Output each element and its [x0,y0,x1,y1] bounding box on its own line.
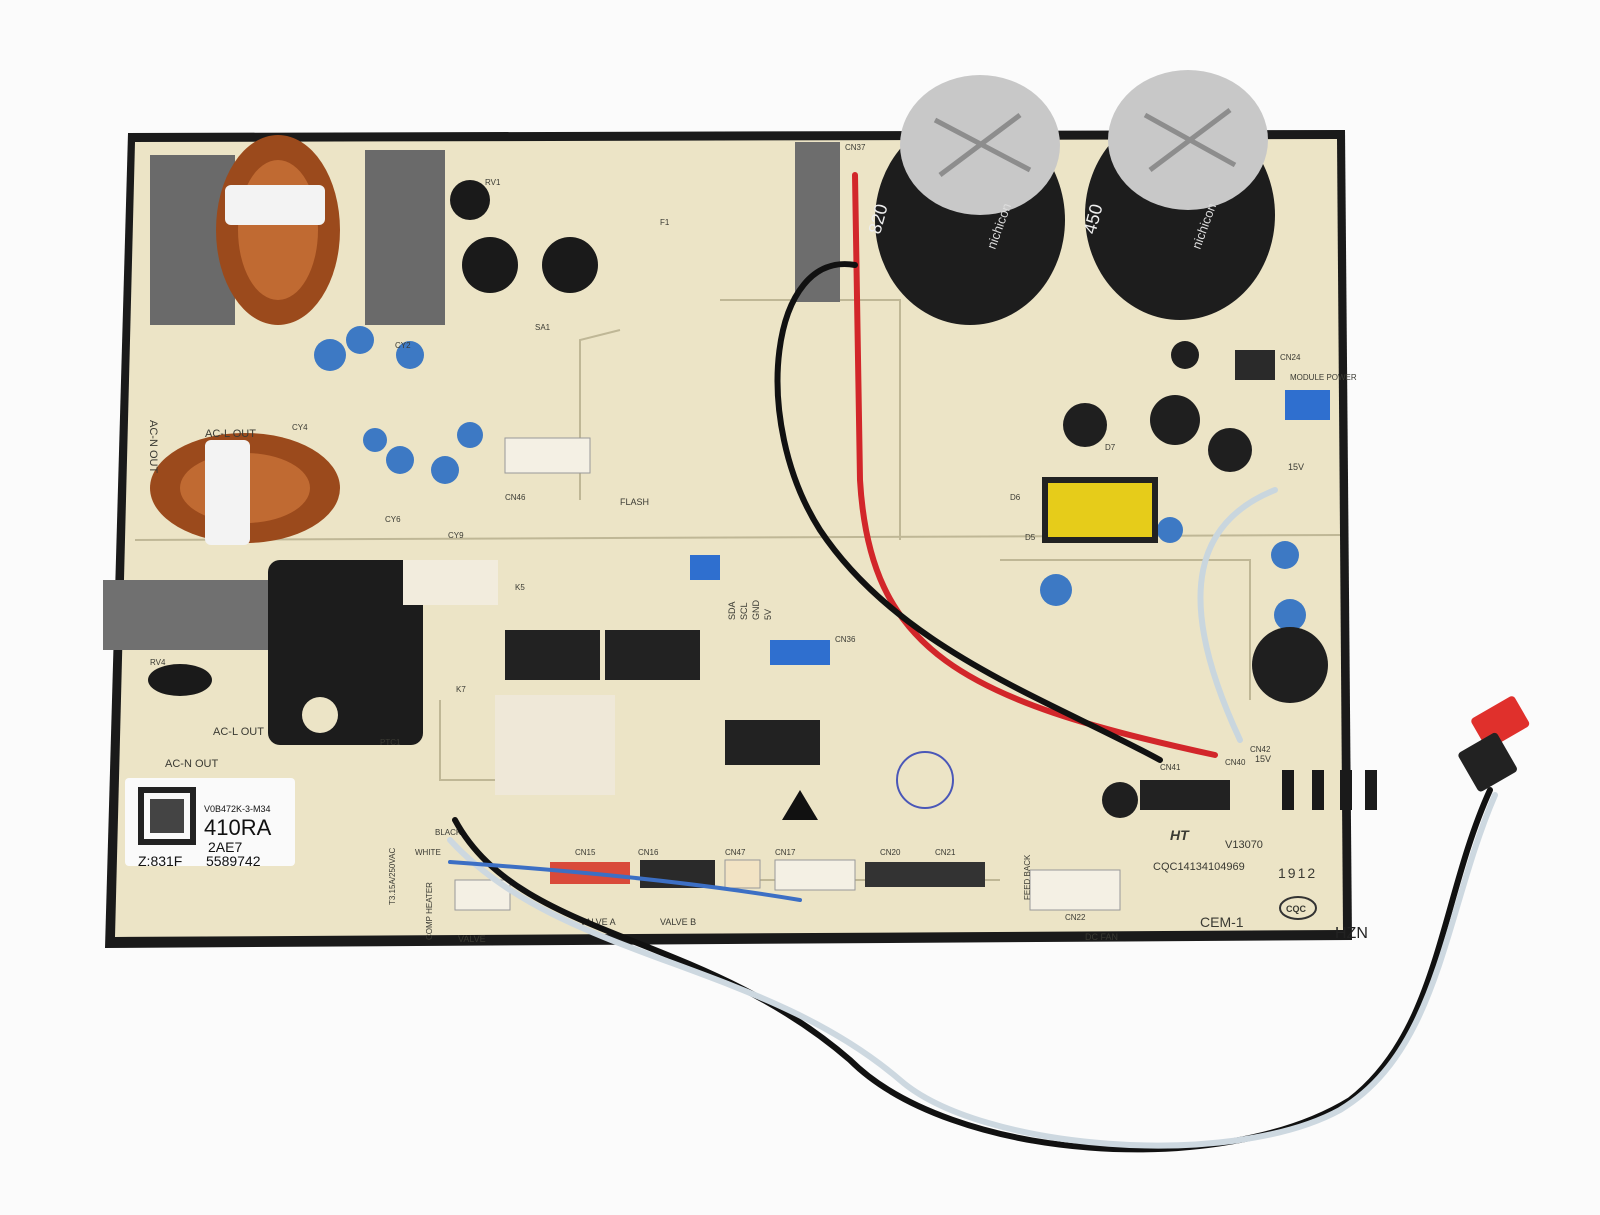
silk-cn42: CN42 [1250,745,1271,754]
silk-valve-a: VALVE A [580,917,616,927]
silk-rv4: RV4 [150,658,166,667]
electrolytic-capacitor-450 [1085,70,1275,320]
relay-k5 [403,560,498,605]
silk-5v: 5V [763,609,773,620]
silk-cn46: CN46 [505,493,526,502]
silk-gnd: GND [751,600,761,621]
silk-cn15: CN15 [575,848,596,857]
y-capacitors [314,326,1306,631]
silk-cn20: CN20 [880,848,901,857]
silk-ac-n-out: AC-N OUT [147,420,159,473]
silk-comp-heater: COMP HEATER [425,882,434,940]
label-code: 410RA [204,815,272,840]
silk-cy4: CY4 [292,423,308,432]
fuse-block [268,560,423,745]
silk-ac-n-out-2: AC-N OUT [165,758,218,770]
silk-valve: VALVE [458,934,486,944]
silk-ptc1: PTC1 [380,738,401,747]
silk-dc-fan: DC FAN [1085,932,1118,942]
silk-d6: D6 [1010,493,1021,502]
silk-cy6: CY6 [385,515,401,524]
silk-white: WHITE [415,848,441,857]
silk-rv1: RV1 [485,178,501,187]
silk-ac-l-out: AC-L OUT [205,428,256,440]
silk-version: V13070 [1225,839,1263,851]
silk-cn22: CN22 [1065,913,1086,922]
silk-k7: K7 [456,685,466,694]
silk-cn36: CN36 [835,635,856,644]
wire-harness [447,172,1498,1153]
esd-mark [896,751,954,809]
silk-cn21: CN21 [935,848,956,857]
silk-material: CEM-1 [1200,914,1244,930]
silk-ht-logo: HT [1170,827,1190,843]
silk-15v: 15V [1255,754,1271,764]
silk-cn41: CN41 [1160,763,1181,772]
silk-cn17: CN17 [775,848,796,857]
silk-cn40: CN40 [1225,758,1246,767]
silk-maker: HZN [1335,925,1368,942]
silk-scl: SCL [739,602,749,620]
common-mode-choke-bottom [150,433,340,545]
silk-cn47: CN47 [725,848,746,857]
diodes [1282,770,1377,810]
small-electrolytic-capacitors [1063,341,1328,818]
fuse-hole [302,697,338,733]
silk-d7: D7 [1105,443,1116,452]
cqc-logo [1279,896,1317,920]
silk-15v-b: 15V [1288,462,1304,472]
silk-cn37: CN37 [845,143,866,152]
silk-cy9: CY9 [448,531,464,540]
silk-black: BLACK [435,828,462,837]
silk-k5: K5 [515,583,525,592]
silk-cy2: CY2 [395,341,411,350]
common-mode-choke-top [150,135,445,325]
silk-ac-l-out-2: AC-L OUT [213,726,264,738]
ic-chips [505,630,1230,810]
silk-valve-b: VALVE B [660,917,696,927]
silk-d5: D5 [1025,533,1036,542]
x-capacitor [795,142,840,302]
relay-k7a [495,695,555,795]
varistors [148,180,598,696]
silk-sa1: SA1 [535,323,551,332]
silk-cn16: CN16 [638,848,659,857]
filter-capacitor [103,580,278,650]
silk-sda: SDA [727,601,737,620]
silk-fuse-rating: T3.15A/250VAC [388,848,397,905]
label-serial: 5589742 [206,853,261,869]
silk-cqc: CQC [1286,904,1307,914]
electrolytic-capacitor-820 [875,75,1065,325]
connectors [454,350,1330,911]
silk-f1: F1 [660,218,670,227]
red-plug-connector [1458,696,1530,792]
silk-date-code: 1912 [1278,865,1317,881]
label-prefix: Z:831F [138,853,182,869]
silk-cert-no: CQC14134104969 [1153,861,1245,873]
relay-k7b [555,695,615,795]
transformer [1042,477,1158,543]
product-label [125,778,295,866]
label-model: V0B472K-3-M34 [204,804,271,814]
silk-cn24: CN24 [1280,353,1301,362]
silk-module-power: MODULE POWER [1290,373,1357,382]
esd-warning-icon [782,790,818,820]
silk-feedback: FEED BACK [1023,854,1032,900]
label-rev: 2AE7 [208,839,242,855]
silk-flash: FLASH [620,497,649,507]
